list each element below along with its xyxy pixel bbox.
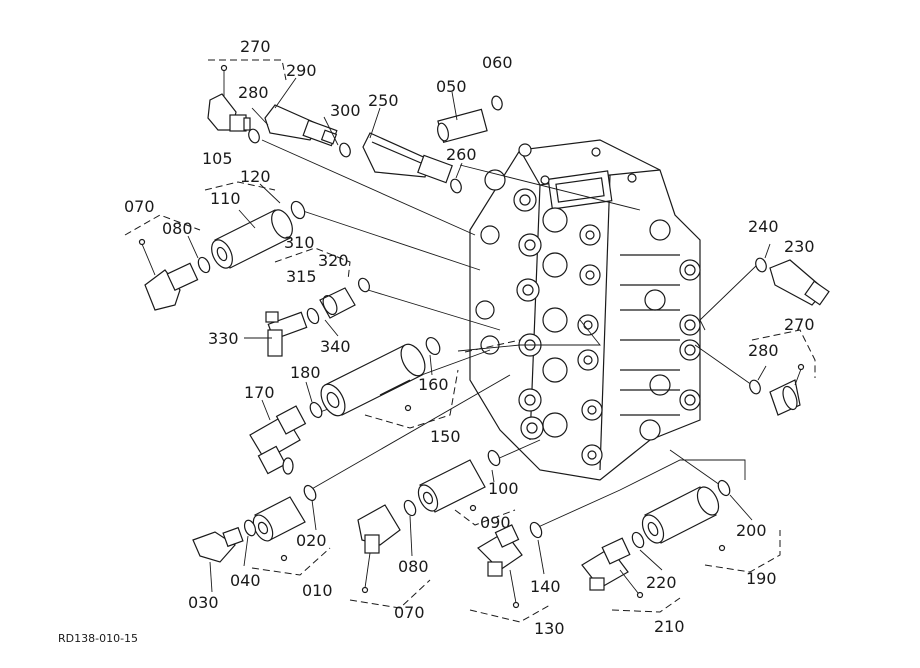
callout-010: 010 [302,581,333,600]
o-ring-260 [450,178,462,194]
valve-250 [362,132,453,184]
callout-080-left: 080 [162,219,193,238]
o-ring-040 [243,519,257,537]
callout-300: 300 [330,101,361,120]
callout-140: 140 [530,577,561,596]
callout-170: 170 [244,383,275,402]
o-ring-100 [487,449,501,467]
sleeve-150 [320,343,426,417]
callout-110: 110 [210,189,241,208]
callout-320: 320 [318,251,349,270]
o-ring-020 [303,484,317,502]
callout-220: 220 [646,573,677,592]
o-ring-220 [631,531,645,549]
o-ring-280-upper [248,128,260,144]
sleeve-090 [417,459,486,513]
callout-280-upper: 280 [238,83,269,102]
callout-040: 040 [230,571,261,590]
callout-270-upper: 270 [240,37,271,56]
callout-210: 210 [654,617,685,636]
o-ring-080-lower [403,499,417,517]
o-ring-120 [290,200,306,220]
elbow-fitting-070-left [138,238,199,311]
leader-lines [261,139,758,529]
o-ring-240 [755,257,767,273]
o-ring-080-left [197,256,211,274]
group-brackets [124,59,816,623]
valve-230 [769,259,830,306]
callout-020: 020 [296,531,327,550]
elbow-fitting-130 [477,524,523,609]
callout-150: 150 [430,427,461,446]
callout-200: 200 [736,521,767,540]
callout-100: 100 [488,479,519,498]
callout-230: 230 [784,237,815,256]
valve-290 [264,104,338,147]
part-callouts: 270 290 280 300 250 050 060 260 105 120 … [124,37,815,638]
callout-340: 340 [320,337,351,356]
callout-260: 260 [446,145,477,164]
o-ring-200 [717,479,731,497]
o-ring-060 [491,95,503,111]
callout-120: 120 [240,167,271,186]
callout-180: 180 [290,363,321,382]
o-ring-320 [357,277,371,293]
callout-050: 050 [436,77,467,96]
callout-240: 240 [748,217,779,236]
callout-310: 310 [284,233,315,252]
o-ring-180 [309,401,323,419]
callout-030: 030 [188,593,219,612]
figure-reference-code: RD138-010-15 [58,632,138,645]
callout-070-lower: 070 [394,603,425,622]
sleeve-110 [211,209,293,269]
elbow-fitting-270-right [769,363,805,416]
elbow-fitting-170 [249,405,307,475]
callout-250: 250 [368,91,399,110]
o-ring-140 [529,521,543,539]
elbow-fitting-210 [581,537,644,599]
o-ring-280-right [749,379,761,395]
callout-290: 290 [286,61,317,80]
callout-270-right: 270 [784,315,815,334]
sleeve-010 [252,496,306,562]
callout-315: 315 [286,267,317,286]
callout-130: 130 [534,619,565,638]
control-valve-body [469,139,701,481]
callout-090: 090 [480,513,511,532]
elbow-fitting-030 [192,526,244,563]
callout-105: 105 [202,149,233,168]
plug-050 [437,108,488,144]
callout-060: 060 [482,53,513,72]
nut-315 [319,287,356,319]
o-ring-160 [425,336,441,356]
o-ring-340 [306,307,320,325]
tee-fitting-330 [265,311,308,357]
elbow-fitting-070-lower [357,504,401,594]
o-ring-300 [339,142,351,158]
callout-330: 330 [208,329,239,348]
callout-160: 160 [418,375,449,394]
callout-190: 190 [746,569,777,588]
callout-070-left: 070 [124,197,155,216]
callout-080-lower: 080 [398,557,429,576]
callout-280-right: 280 [748,341,779,360]
elbow-fitting-270-upper [207,64,251,132]
sleeve-190 [641,486,726,552]
